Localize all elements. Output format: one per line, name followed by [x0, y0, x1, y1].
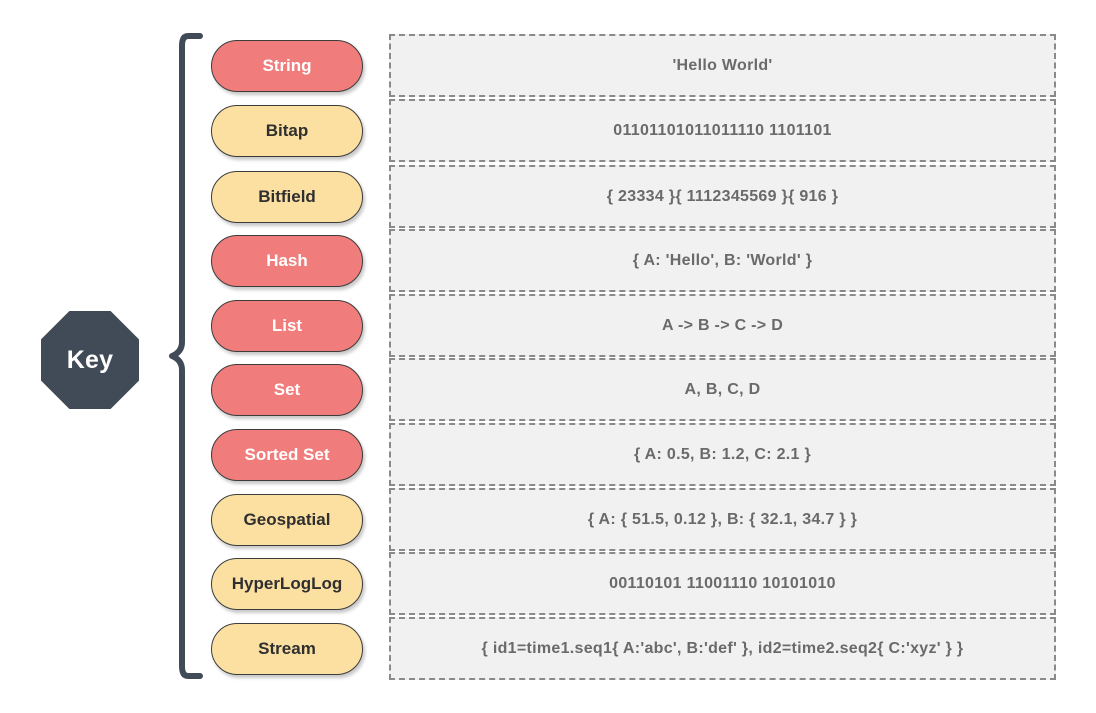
type-pill-string[interactable]: String: [211, 40, 363, 92]
type-pill-hash[interactable]: Hash: [211, 235, 363, 287]
value-text: { A: 0.5, B: 1.2, C: 2.1 }: [633, 445, 812, 463]
value-box-list: A -> B -> C -> D: [389, 294, 1056, 357]
type-pill-stream[interactable]: Stream: [211, 623, 363, 675]
row-hash: Hash { A: 'Hello', B: 'World' }: [0, 229, 1096, 292]
type-pill-set[interactable]: Set: [211, 364, 363, 416]
row-bitap: Bitap 01101101011011110 1101101: [0, 99, 1096, 162]
row-string: String 'Hello World': [0, 34, 1096, 97]
row-hyperloglog: HyperLogLog 00110101 11001110 10101010: [0, 552, 1096, 615]
value-box-hyperloglog: 00110101 11001110 10101010: [389, 552, 1056, 615]
type-pill-label: Bitfield: [258, 187, 316, 206]
value-box-stream: { id1=time1.seq1{ A:'abc', B:'def' }, id…: [389, 617, 1056, 680]
value-box-set: A, B, C, D: [389, 358, 1056, 421]
type-pill-hyperloglog[interactable]: HyperLogLog: [211, 558, 363, 610]
value-text: A -> B -> C -> D: [661, 316, 784, 334]
value-text: 01101101011011110 1101101: [613, 121, 832, 139]
value-box-bitfield: { 23334 }{ 1112345569 }{ 916 }: [389, 165, 1056, 228]
type-pill-sorted-set[interactable]: Sorted Set: [211, 429, 363, 481]
type-pill-label: Bitap: [265, 121, 309, 140]
row-list: List A -> B -> C -> D: [0, 294, 1096, 357]
key-node-label: Key: [66, 345, 114, 374]
row-sorted-set: Sorted Set { A: 0.5, B: 1.2, C: 2.1 }: [0, 423, 1096, 486]
value-text: { id1=time1.seq1{ A:'abc', B:'def' }, id…: [481, 639, 964, 657]
row-geospatial: Geospatial { A: { 51.5, 0.12 }, B: { 32.…: [0, 488, 1096, 551]
type-pill-label: Stream: [258, 639, 316, 658]
value-text: 'Hello World': [672, 56, 773, 74]
value-text: { 23334 }{ 1112345569 }{ 916 }: [606, 187, 839, 205]
type-pill-label: String: [262, 56, 312, 75]
value-box-geospatial: { A: { 51.5, 0.12 }, B: { 32.1, 34.7 } }: [389, 488, 1056, 551]
type-pill-geospatial[interactable]: Geospatial: [211, 494, 363, 546]
value-text: { A: { 51.5, 0.12 }, B: { 32.1, 34.7 } }: [587, 510, 858, 528]
type-pill-label: Geospatial: [243, 510, 331, 529]
type-pill-bitap[interactable]: Bitap: [211, 105, 363, 157]
key-node: Key: [41, 311, 139, 409]
type-pill-label: List: [271, 316, 303, 335]
type-pill-label: Set: [273, 380, 301, 399]
type-pill-label: Hash: [266, 251, 308, 270]
value-text: 00110101 11001110 10101010: [609, 574, 836, 592]
value-text: A, B, C, D: [684, 380, 761, 398]
type-pill-bitfield[interactable]: Bitfield: [211, 171, 363, 223]
value-box-hash: { A: 'Hello', B: 'World' }: [389, 229, 1056, 292]
value-text: { A: 'Hello', B: 'World' }: [632, 251, 813, 269]
row-stream: Stream { id1=time1.seq1{ A:'abc', B:'def…: [0, 617, 1096, 680]
value-box-sorted-set: { A: 0.5, B: 1.2, C: 2.1 }: [389, 423, 1056, 486]
type-pill-label: HyperLogLog: [231, 574, 343, 593]
row-bitfield: Bitfield { 23334 }{ 1112345569 }{ 916 }: [0, 165, 1096, 228]
row-set: Set A, B, C, D: [0, 358, 1096, 421]
value-box-string: 'Hello World': [389, 34, 1056, 97]
value-box-bitap: 01101101011011110 1101101: [389, 99, 1056, 162]
type-pill-label: Sorted Set: [244, 445, 330, 464]
type-pill-list[interactable]: List: [211, 300, 363, 352]
